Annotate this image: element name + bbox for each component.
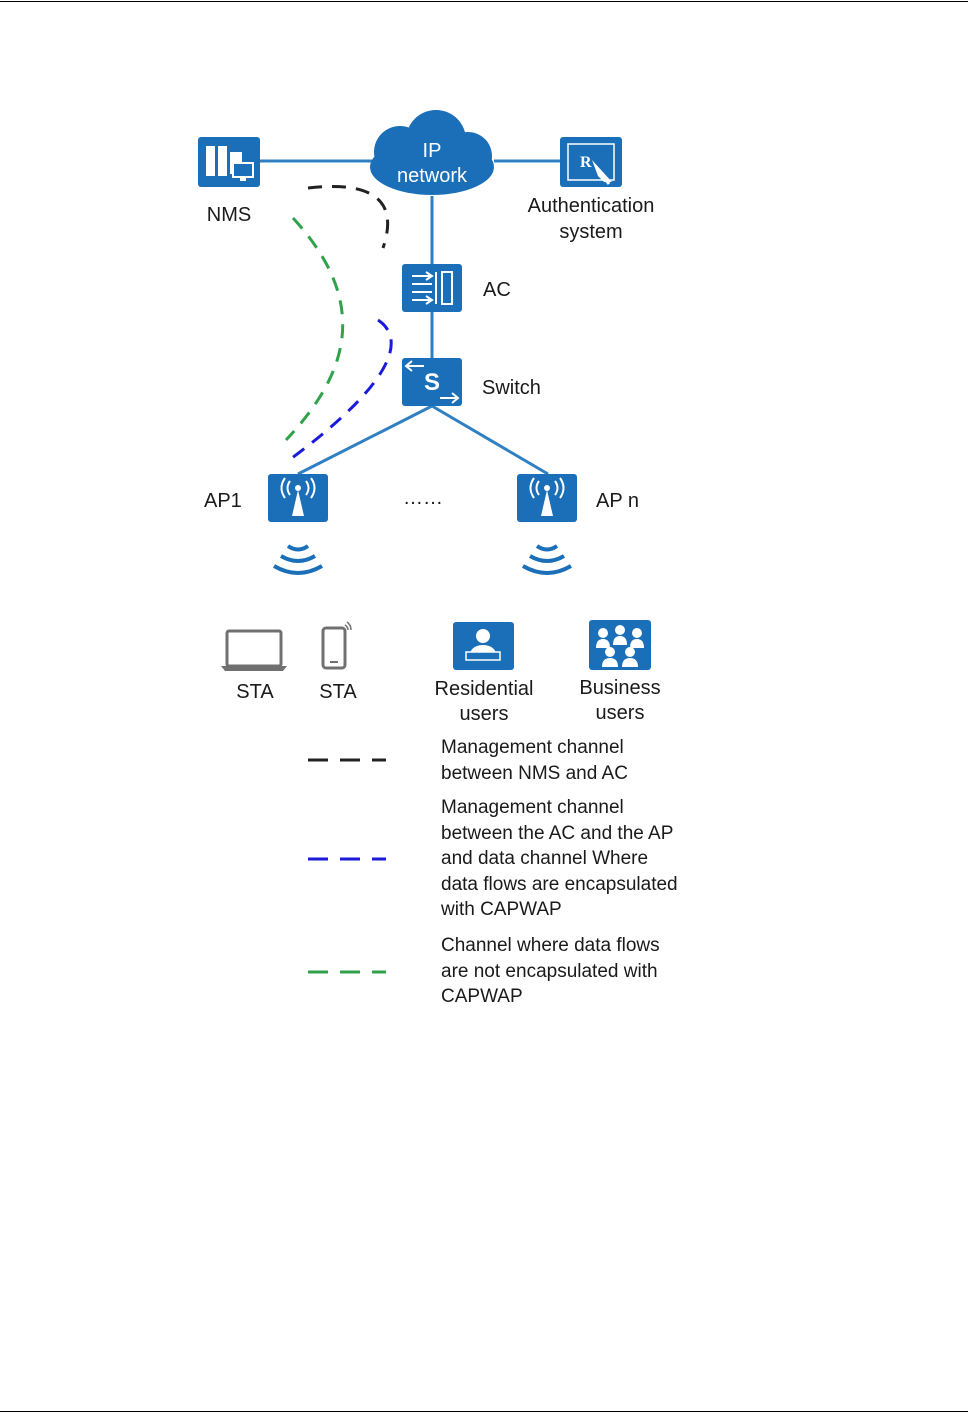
ip-network-label-line1: IP (423, 140, 442, 162)
ap-ellipsis: …… (403, 487, 443, 509)
business-label-line1: Business (579, 677, 660, 699)
residential-label-line2: users (460, 703, 509, 725)
ip-network-label-line2: network (397, 165, 468, 187)
client-residential: Residential users (435, 622, 534, 725)
ac-label: AC (483, 279, 511, 301)
nms-node: NMS (198, 137, 260, 226)
links (258, 159, 560, 476)
business-label-line2: users (596, 702, 645, 724)
client-laptop: STA (221, 629, 287, 703)
switch-node: S Switch (402, 358, 541, 406)
nms-ac-management-channel (307, 184, 390, 249)
bottom-rule (0, 1411, 968, 1412)
residential-user-icon (453, 622, 514, 670)
switch-glyph: S (424, 369, 440, 396)
non-capwap-data-channel (284, 216, 345, 442)
sta-phone-label: STA (319, 681, 357, 703)
legend-item-non-capwap: Channel where data flows are not encapsu… (441, 935, 660, 1007)
legend-item-nms-ac: Management channel between NMS and AC (441, 737, 628, 784)
wifi-signal-icon (521, 544, 573, 575)
sta-laptop-label: STA (236, 681, 274, 703)
ac-node: AC (402, 264, 511, 312)
ac-ap-capwap-channel (291, 318, 393, 460)
wifi-signal-icon (272, 544, 324, 575)
laptop-icon (221, 629, 287, 671)
legend-item-capwap: Management channel between the AC and th… (441, 797, 678, 920)
auth-cursor-icon (560, 137, 622, 187)
cloud-icon (370, 110, 494, 195)
auth-node: R Authentication system (528, 137, 655, 243)
ip-network-node: IP network (370, 110, 494, 195)
residential-label-line1: Residential (435, 678, 534, 700)
client-business: Business users (579, 620, 661, 724)
top-rule (0, 1, 968, 2)
apn-label: AP n (596, 490, 639, 512)
auth-label-line2: system (559, 221, 622, 243)
phone-icon (321, 621, 352, 670)
svg-text:R: R (580, 154, 592, 171)
switch-icon (402, 358, 462, 406)
apn-node: AP n (517, 474, 639, 575)
ap1-node: AP1 (204, 474, 328, 575)
legend-swatches (308, 758, 386, 974)
switch-label: Switch (482, 377, 541, 399)
auth-label-line1: Authentication (528, 195, 655, 217)
nms-label: NMS (207, 204, 251, 226)
link-switch-ap1 (297, 404, 433, 476)
client-phone: STA (319, 621, 357, 703)
ap1-label: AP1 (204, 490, 242, 512)
link-switch-apn (431, 404, 549, 476)
business-users-icon (589, 620, 651, 670)
